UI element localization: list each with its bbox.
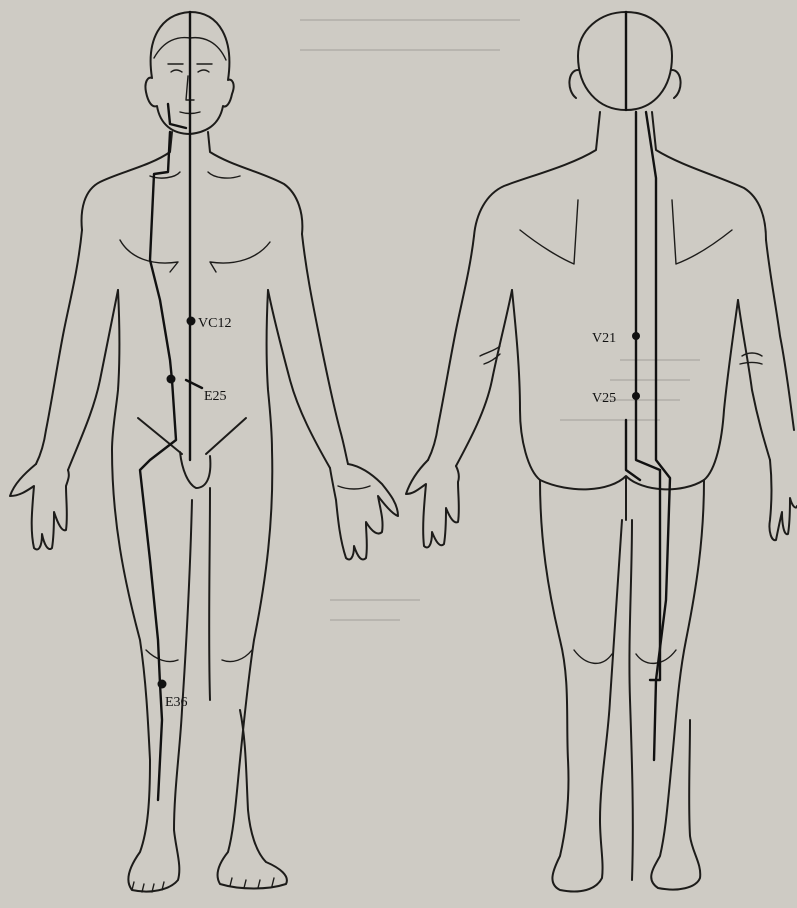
point-e25-label: E25 <box>204 389 227 404</box>
point-v25-label: V25 <box>592 391 616 406</box>
point-vc12-label: VC12 <box>198 316 231 331</box>
point-e25-dot <box>167 375 176 384</box>
point-v25-dot <box>632 392 640 400</box>
point-e36-label: E36 <box>165 695 188 710</box>
point-e36-dot <box>158 680 167 689</box>
point-vc12-dot <box>187 317 196 326</box>
point-v21-dot <box>632 332 640 340</box>
point-v21-label: V21 <box>592 331 616 346</box>
